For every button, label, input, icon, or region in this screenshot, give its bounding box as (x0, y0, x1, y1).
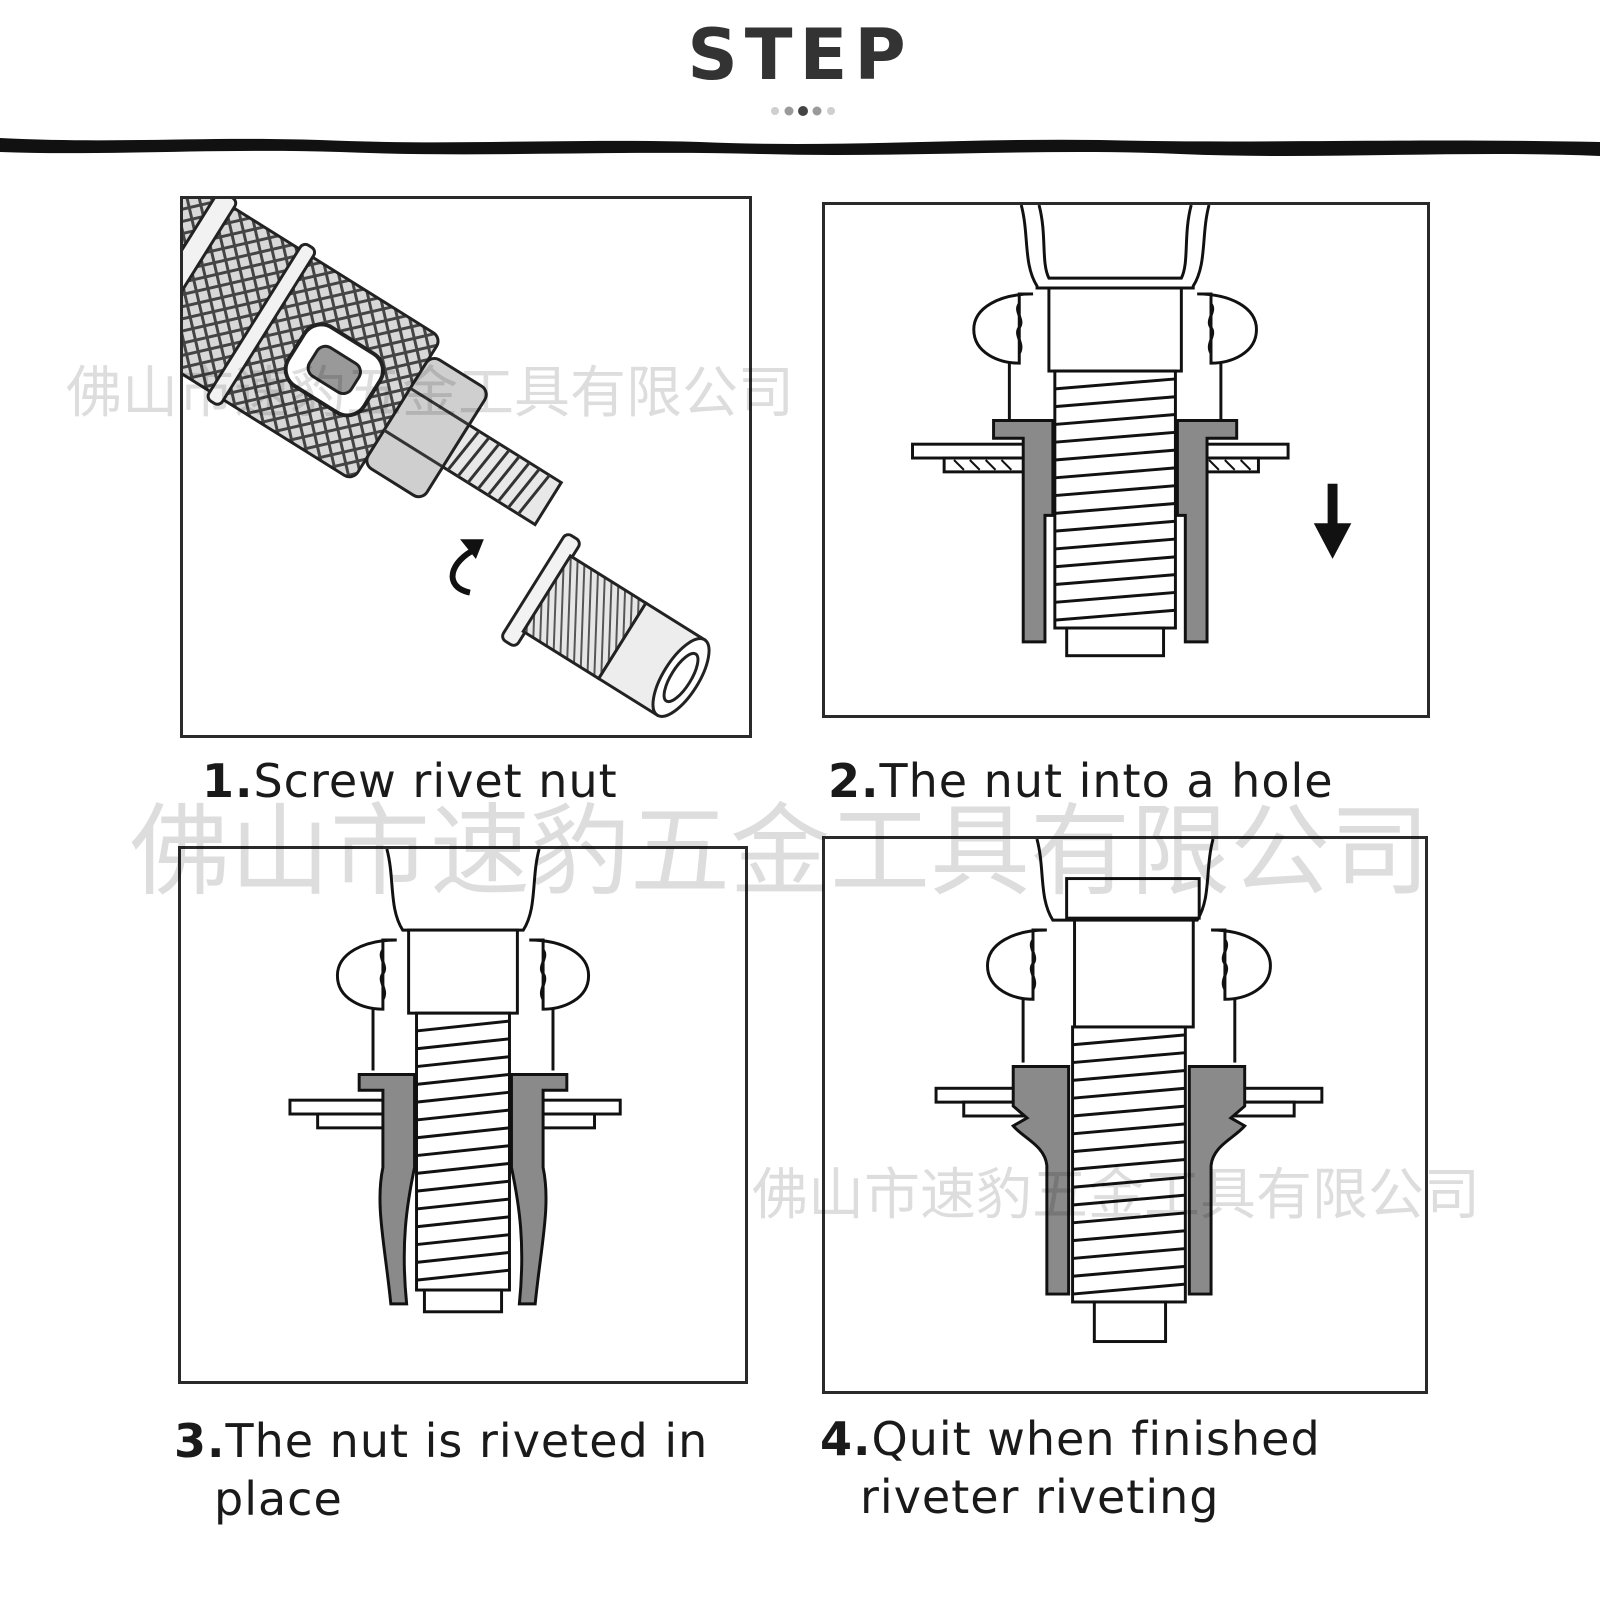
step-text: The nut into a hole (879, 754, 1334, 808)
step-text-line2: riveter riveting (860, 1470, 1220, 1524)
step-number: 2. (828, 754, 880, 808)
riveter-screwing-nut-icon (183, 199, 711, 718)
step4-illustration-panel (822, 836, 1428, 1394)
riveter-removed-cross-section-icon (934, 839, 1324, 1344)
nut-riveted-cross-section-icon (288, 849, 622, 1314)
step-number: 4. (820, 1412, 872, 1466)
step-text: The nut is riveted in (225, 1414, 709, 1468)
step-text-line2: place (214, 1472, 343, 1526)
brush-divider (0, 138, 1600, 156)
step1-illustration-panel (180, 196, 752, 738)
step-text: Screw rivet nut (253, 754, 618, 808)
nut-inserted-cross-section-icon (911, 205, 1352, 658)
arrow-down-icon (1313, 483, 1352, 559)
step-text: Quit when finished (871, 1412, 1321, 1466)
title-decoration-dots (771, 106, 835, 116)
step1-caption: 1.Screw rivet nut (202, 752, 618, 810)
step3-caption: 3.The nut is riveted in place (174, 1412, 708, 1528)
step3-illustration-panel (178, 846, 748, 1384)
step2-illustration-panel (822, 202, 1430, 718)
step4-caption: 4.Quit when finished riveter riveting (820, 1410, 1321, 1526)
step2-caption: 2.The nut into a hole (828, 752, 1334, 810)
step-number: 1. (202, 754, 254, 808)
page-title: STEP (687, 14, 913, 96)
step-number: 3. (174, 1414, 226, 1468)
